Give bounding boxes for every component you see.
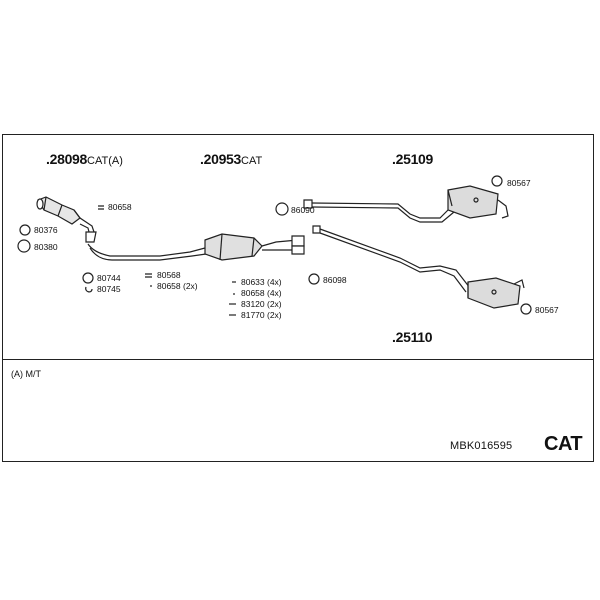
front-catalytic-converter-shape [36,196,97,243]
small-part-80376: 80376 [34,225,58,235]
ring-86098-shape [308,273,320,285]
part-number-28098: 28098 [49,151,88,167]
small-part-80745: 80745 [97,284,121,294]
part-suffix-20953: CAT [241,155,263,167]
diagram-frame [2,134,594,462]
small-part-86090: 86090 [291,205,315,215]
kit-type-cat: CAT [544,433,583,455]
small-part-81770: 81770 (2x) [241,310,282,320]
bolt-80658-shape [98,205,104,210]
small-part-83120: 83120 (2x) [241,299,282,309]
small-part-80658a: 80658 [108,202,132,212]
small-part-80567a: 80567 [507,178,531,188]
part-label-25110: .25110 [392,329,433,345]
rear-silencer-lower-shape [312,225,525,309]
part-number-20953: 20953 [203,151,242,167]
part-label-28098: .28098CAT(A) [46,151,123,167]
bolt-80568-shape [145,273,152,278]
small-part-80744: 80744 [97,273,121,283]
small-part-80633: 80633 (4x) [241,277,282,287]
section-divider [3,359,593,360]
intermediate-pipe-shape [87,233,305,261]
footnote-text: (A) M/T [11,369,41,379]
ring-80376-shape [19,224,31,236]
part-number-25109: 25109 [395,151,434,167]
ring-80380-shape [17,239,31,253]
part-label-20953: .20953CAT [200,151,263,167]
clamp-80744-shape [82,272,94,284]
part-number-25110: 25110 [395,329,433,345]
small-part-80380: 80380 [34,242,58,252]
kit-code: MBK016595 [450,440,513,452]
small-part-80658b: 80658 (2x) [157,281,198,291]
part-label-25109: .25109 [392,151,434,167]
small-part-80568: 80568 [157,270,181,280]
small-part-86098: 86098 [323,275,347,285]
part-suffix-28098: CAT(A) [87,155,123,167]
ring-86090-shape [275,202,289,216]
rear-silencer-upper-shape [303,185,509,223]
ring-80567-lower-shape [520,303,532,315]
small-part-80658c: 80658 (4x) [241,288,282,298]
small-part-80567b: 80567 [535,305,559,315]
ring-80567-upper-shape [491,175,503,187]
gasket-80745-shape [85,286,93,293]
